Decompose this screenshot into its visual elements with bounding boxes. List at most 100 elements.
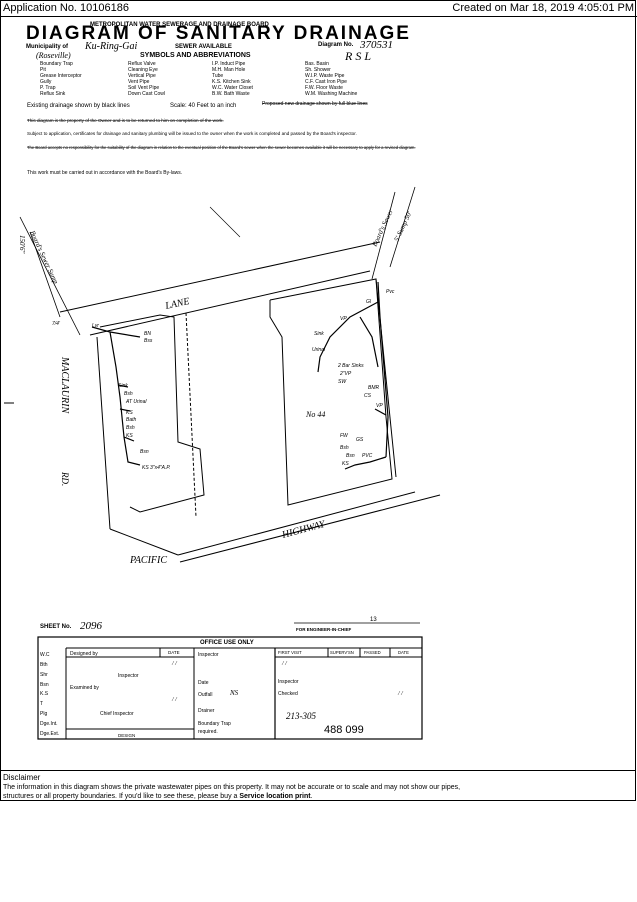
sewer-right-label: Board's Sewer [371, 208, 395, 248]
diagram-canvas: METROPOLITAN WATER SEWERAGE AND DRAINAGE… [4, 22, 441, 740]
street-lane: LANE [163, 296, 190, 312]
label-l11: Bsn [140, 449, 149, 455]
symbol-c3-3: K.S. Kitchen Sink [212, 79, 251, 85]
code-t: T [40, 701, 43, 707]
label-r1: Gl [366, 299, 372, 305]
code-wc: W.C [40, 652, 50, 658]
designed-by: Designed by [70, 651, 98, 657]
label-r13: Bsh [340, 445, 349, 451]
boundary-trap: Boundary Trap [198, 721, 231, 727]
right-dimension: 5' Sump 50' [393, 210, 414, 243]
created-timestamp: Created on Mar 18, 2019 4:05:01 PM [452, 2, 634, 14]
symbol-c1-2: Grease Interceptor [40, 73, 82, 79]
left-dimension: 150'6" [18, 235, 26, 253]
street-lines [4, 186, 441, 563]
scale-note: Scale: 40 Feet to an inch [170, 103, 236, 109]
symbol-c1-4: P. Trap [40, 85, 56, 91]
label-r9: CS [364, 393, 372, 399]
service-location-link[interactable]: Service location print [239, 793, 311, 800]
sheet-number: 2096 [80, 620, 103, 632]
label-r2: VP [340, 316, 347, 322]
note-property: This diagram is the property of the Owne… [27, 118, 224, 123]
label-r16: KS [342, 461, 349, 467]
label-l9: Bsh [126, 425, 135, 431]
label-l4: Sink [118, 383, 128, 389]
chief-inspector: Chief Inspector [100, 711, 134, 717]
passed: PASSED [364, 650, 381, 655]
symbol-c4-4: F.W. Floor Waste [305, 85, 343, 91]
checked-label: Checked [278, 691, 298, 697]
label-l12: KS 3"x4"A.P. [142, 465, 170, 471]
drainer-label: Drainer [198, 708, 215, 714]
symbol-c3-0: I.P. Induct Pipe [212, 61, 245, 67]
visit-value: / / [281, 661, 288, 667]
label-r0: Pvc [386, 289, 395, 295]
symbol-c1-5: Reflux Sink [40, 91, 66, 97]
disclaimer-title: Disclaimer [3, 773, 41, 782]
code-dge-int: Dge.Int. [40, 721, 58, 727]
symbol-c4-3: C.F. Cast Iron Pipe [305, 79, 347, 85]
label-l10: KS [126, 433, 133, 439]
note-certificates: Subject to application, certificates for… [27, 131, 357, 136]
drainage-diagram: METROPOLITAN WATER SEWERAGE AND DRAINAGE… [0, 17, 636, 769]
symbol-c2-0: Reflux Valve [128, 61, 156, 67]
symbols-heading: SYMBOLS AND ABBREVIATIONS [140, 52, 251, 59]
outfall-label: Outfall [198, 692, 212, 698]
document-frame [0, 0, 636, 801]
label-r5: 2 Bar Sinks [337, 363, 364, 369]
symbol-c4-1: Sh. Shower [305, 67, 331, 73]
code-bth: Bth [40, 662, 48, 668]
municipality-name: Ku-Ring-Gai [84, 41, 137, 52]
street-pacific: PACIFIC [129, 555, 167, 566]
label-r10: VP [376, 403, 383, 409]
office-table [37, 636, 423, 740]
label-l7: KS [126, 410, 133, 416]
code-ks: K.S [40, 691, 49, 697]
existing-note: Existing drainage shown by black lines [27, 103, 130, 109]
municipality-label: Municipality of [26, 44, 69, 50]
symbol-c2-4: Soil Vent Pipe [128, 85, 159, 91]
disclaimer-body: The information in this diagram shows th… [3, 783, 473, 801]
symbol-c4-5: W.M. Washing Machine [305, 91, 358, 97]
first-visit: FIRST VISIT [278, 650, 302, 655]
street-maclaurin: MACLAURIN [59, 356, 70, 414]
code-dge-ext: Dge.Ext. [40, 731, 59, 737]
diagram-title: DIAGRAM OF SANITARY DRAINAGE [26, 23, 411, 44]
symbol-c2-5: Down Cast Cowl [128, 91, 165, 97]
symbol-c2-3: Vent Pipe [128, 79, 150, 85]
label-l0: 7/4' [52, 321, 61, 327]
fixture-labels-left: 7/4' Lvr BN Bss Sink Bsh AT Urinal KS Ba… [52, 321, 170, 471]
design-date-label: DATE [168, 650, 180, 655]
note-responsibility: The Board accepts no responsibility for … [27, 145, 416, 150]
disclaimer-text: The information in this diagram shows th… [3, 784, 461, 800]
symbol-c3-2: Tube [212, 73, 223, 79]
proposed-note: Proposed new drainage shown by full blue… [262, 101, 368, 107]
disclaimer-end: . [310, 793, 313, 800]
design-label: DESIGN [118, 733, 135, 738]
symbol-c2-1: Cleaning Eye [128, 67, 158, 73]
diagram-no-label: Diagram No. [318, 42, 354, 48]
house-number: No 44 [305, 410, 325, 419]
street-rd: RD. [60, 471, 70, 486]
date-col: DATE [398, 650, 409, 655]
design-date-value: / / [171, 661, 178, 667]
inspector-right: Inspector [198, 652, 219, 658]
symbol-c1-0: Boundary Trap [40, 61, 73, 67]
board-name: METROPOLITAN WATER SEWERAGE AND DRAINAGE… [90, 22, 270, 28]
label-l1: Lvr [92, 323, 99, 329]
symbol-c2-2: Vertical Pipe [128, 73, 156, 79]
label-r8: BMR [368, 385, 380, 391]
inspector-col: Inspector [278, 679, 299, 685]
office-heading: OFFICE USE ONLY [200, 640, 254, 646]
top-bar: Application No. 10106186 Created on Mar … [0, 0, 637, 17]
symbol-c4-0: Bas. Basin [305, 61, 329, 67]
sewer-left-label: Board's Sewer Sump [28, 229, 60, 285]
sewer-available: SEWER AVAILABLE [175, 44, 232, 50]
inspector-label: Inspector [118, 673, 139, 679]
office-text: OFFICE USE ONLY W.C Bth Shr Bsn K.S T Pl… [40, 640, 409, 738]
label-r3: Sink [314, 331, 324, 337]
engineer-number: 13 [370, 617, 377, 623]
code-shr: Shr [40, 672, 48, 678]
drainage-pipes [91, 281, 389, 470]
label-l3: Bss [144, 338, 153, 344]
